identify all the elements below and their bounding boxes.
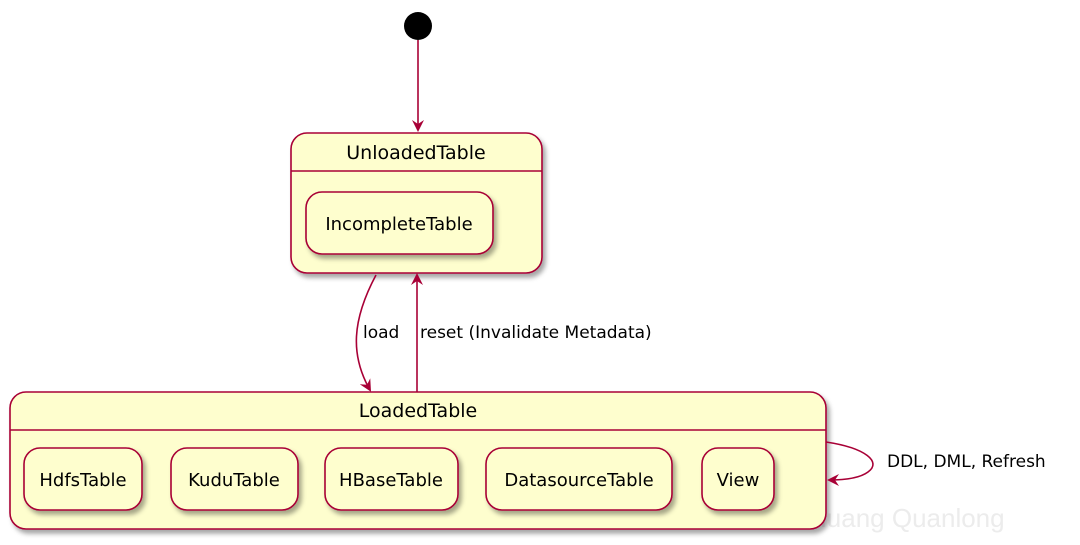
- substate-view-box: [701, 447, 775, 511]
- substate-datasource-table[interactable]: DatasourceTable: [485, 447, 673, 511]
- load-transition-label: load: [363, 323, 399, 343]
- substate-datasource-table-label: DatasourceTable: [504, 470, 653, 491]
- substate-hbase-table-box: [324, 447, 459, 511]
- substate-datasource-table-box: [485, 447, 673, 511]
- substate-hdfs-table[interactable]: HdfsTable: [23, 447, 143, 511]
- state-unloaded-table[interactable]: UnloadedTable IncompleteTable: [290, 132, 543, 274]
- substate-hbase-table[interactable]: HBaseTable: [324, 447, 459, 511]
- start-node: [404, 12, 432, 40]
- substate-hdfs-table-box: [23, 447, 143, 511]
- substate-incomplete-table[interactable]: IncompleteTable: [305, 191, 494, 255]
- substate-hdfs-table-label: HdfsTable: [39, 470, 126, 491]
- state-loaded-table[interactable]: LoadedTable HdfsTable KuduTable HBaseTab…: [9, 391, 827, 530]
- substate-incomplete-table-label: IncompleteTable: [325, 214, 472, 235]
- reset-transition-label: reset (Invalidate Metadata): [420, 323, 652, 343]
- state-loaded-table-title: LoadedTable: [359, 400, 477, 422]
- substate-view[interactable]: View: [701, 447, 775, 511]
- state-unloaded-table-title: UnloadedTable: [346, 142, 485, 164]
- watermark-text: Huang Quanlong: [808, 503, 1005, 533]
- self-loop-transition-label: DDL, DML, Refresh: [887, 452, 1046, 472]
- substate-hbase-table-label: HBaseTable: [339, 470, 443, 491]
- self-loop-transition-arrow: [825, 441, 874, 486]
- substate-incomplete-table-box: [305, 191, 494, 255]
- substate-kudu-table-label: KuduTable: [188, 470, 280, 491]
- substate-view-label: View: [717, 470, 760, 491]
- substate-kudu-table[interactable]: KuduTable: [170, 447, 299, 511]
- substate-kudu-table-box: [170, 447, 299, 511]
- load-transition-arrow: [355, 274, 377, 392]
